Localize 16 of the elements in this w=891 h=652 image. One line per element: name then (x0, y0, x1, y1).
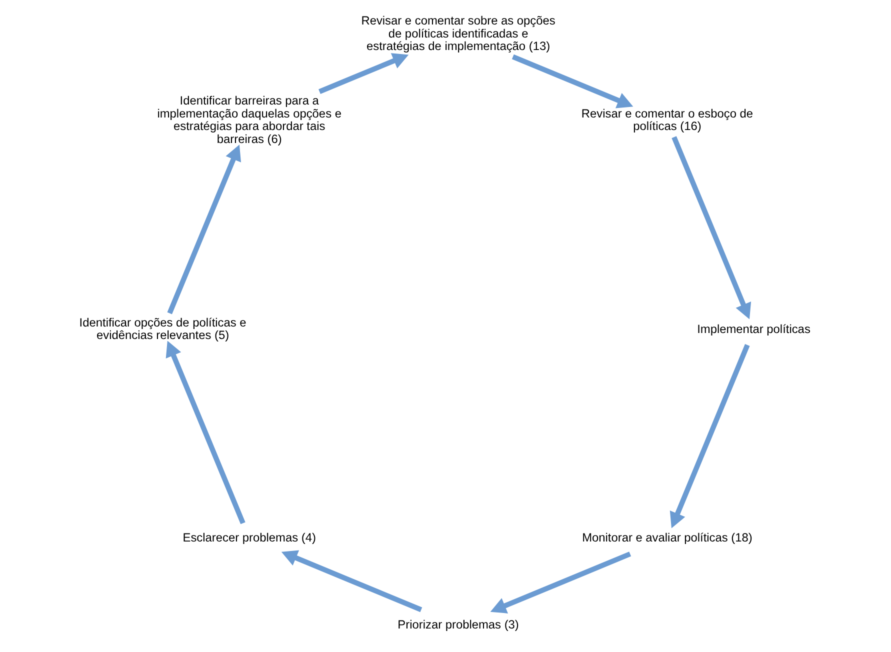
arrow (490, 552, 632, 614)
arrow (672, 136, 752, 320)
node-text: Identificar opções de políticas e evidências relevantes (5) (79, 315, 246, 342)
arrow (512, 54, 634, 108)
node-text: Revisar e comentar o esboço de políticas (16) (581, 106, 754, 134)
arrow (670, 344, 750, 528)
arrow (318, 53, 409, 94)
node-text: Esclarecer problemas (4) (182, 530, 316, 545)
node-text: Revisar e comentar sobre as opções de políticas identificadas e estratégias de implementação (13) (361, 14, 556, 54)
arrow (166, 340, 246, 524)
arrow (167, 144, 242, 314)
node-text: Priorizar problemas (3) (398, 617, 519, 632)
node-text: Identificar barreiras para a implementação daquelas opções e estratégias para abordar tais barreiras (6) (157, 94, 342, 146)
node-text: Implementar políticas (697, 322, 810, 336)
node-text: Monitorar e avaliar políticas (18) (582, 530, 752, 545)
arrow (281, 550, 422, 612)
